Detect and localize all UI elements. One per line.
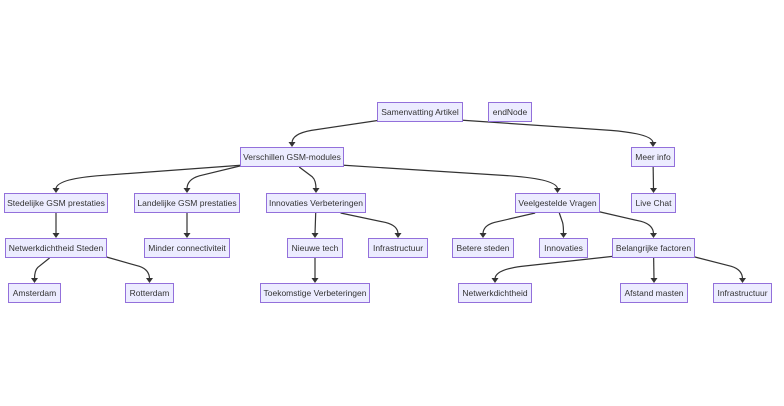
arrowhead-icon — [146, 278, 153, 283]
arrowhead-icon — [311, 233, 319, 238]
arrowhead-icon — [311, 278, 319, 283]
node-stedelijke-gsm-prestaties[interactable]: Stedelijke GSM prestaties — [4, 193, 108, 213]
node-belangrijke-factoren[interactable]: Belangrijke factoren — [612, 238, 695, 258]
arrowhead-icon — [560, 233, 567, 238]
node-netwerkdichtheid[interactable]: Netwerkdichtheid — [458, 283, 532, 303]
arrowhead-icon — [312, 188, 320, 193]
node-samenvatting-artikel[interactable]: Samenvatting Artikel — [377, 102, 463, 122]
node-nieuwe-tech[interactable]: Nieuwe tech — [287, 238, 343, 258]
edge-belangrijke-netwerkdichtheid — [494, 255, 617, 280]
node-afstand-masten[interactable]: Afstand masten — [620, 283, 688, 303]
arrowhead-icon — [650, 188, 657, 193]
node-meer-info[interactable]: Meer info — [631, 147, 675, 167]
node-rotterdam[interactable]: Rotterdam — [125, 283, 174, 303]
edge-samenvatting-meerInfo — [458, 119, 654, 144]
arrowhead-icon — [183, 233, 191, 238]
node-innovaties-verbeteringen[interactable]: Innovaties Verbeteringen — [266, 193, 366, 213]
edge-verschillen-innovatiesVerb — [298, 166, 317, 190]
edge-belangrijke-infra2 — [690, 255, 744, 280]
node-infrastructuur[interactable]: Infrastructuur — [368, 238, 428, 258]
node-amsterdam[interactable]: Amsterdam — [8, 283, 61, 303]
arrowhead-icon — [554, 188, 561, 193]
arrowhead-icon — [288, 142, 296, 147]
arrowhead-icon — [649, 142, 657, 147]
node-netwerkdichtheid-steden[interactable]: Netwerkdichtheid Steden — [5, 238, 107, 258]
node-veelgestelde-vragen[interactable]: Veelgestelde Vragen — [515, 193, 600, 213]
edge-netwerkSteden-rotterdam — [102, 255, 151, 280]
arrowhead-icon — [183, 188, 191, 193]
arrowhead-icon — [739, 278, 746, 283]
node-innovaties[interactable]: Innovaties — [539, 238, 588, 258]
node-betere-steden[interactable]: Betere steden — [452, 238, 514, 258]
arrowhead-icon — [52, 188, 60, 193]
edge-veelgestelde-betereSteden — [482, 212, 536, 235]
arrowhead-icon — [650, 278, 658, 283]
edge-verschillen-landelijke — [186, 164, 245, 190]
node-infrastructuur-2[interactable]: Infrastructuur — [713, 283, 772, 303]
arrowhead-icon — [650, 233, 657, 238]
edge-netwerkSteden-amsterdam — [33, 257, 50, 280]
edge-veelgestelde-belangrijke — [595, 210, 655, 235]
node-toekomstige-verbeteringen[interactable]: Toekomstige Verbeteringen — [260, 283, 370, 303]
arrowhead-icon — [52, 233, 60, 238]
edge-innovatiesVerb-nieuweTech — [314, 212, 317, 235]
node-live-chat[interactable]: Live Chat — [631, 193, 676, 213]
node-landelijke-gsm-prestaties[interactable]: Landelijke GSM prestaties — [134, 193, 240, 213]
node-verschillen-gsm-modules[interactable]: Verschillen GSM-modules — [240, 147, 344, 167]
arrowhead-icon — [394, 233, 402, 238]
node-minder-connectiviteit[interactable]: Minder connectiviteit — [144, 238, 230, 258]
node-end-node[interactable]: endNode — [488, 102, 532, 122]
edge-verschillen-veelgestelde — [339, 164, 559, 190]
arrowhead-icon — [479, 233, 487, 238]
edge-verschillen-stedelijke — [55, 164, 245, 190]
edge-innovatiesVerb-infra1 — [340, 212, 399, 235]
edge-veelgestelde-innovaties — [558, 212, 565, 235]
arrowhead-icon — [491, 278, 499, 283]
arrowhead-icon — [31, 278, 38, 283]
edge-samenvatting-verschillen — [291, 119, 382, 144]
